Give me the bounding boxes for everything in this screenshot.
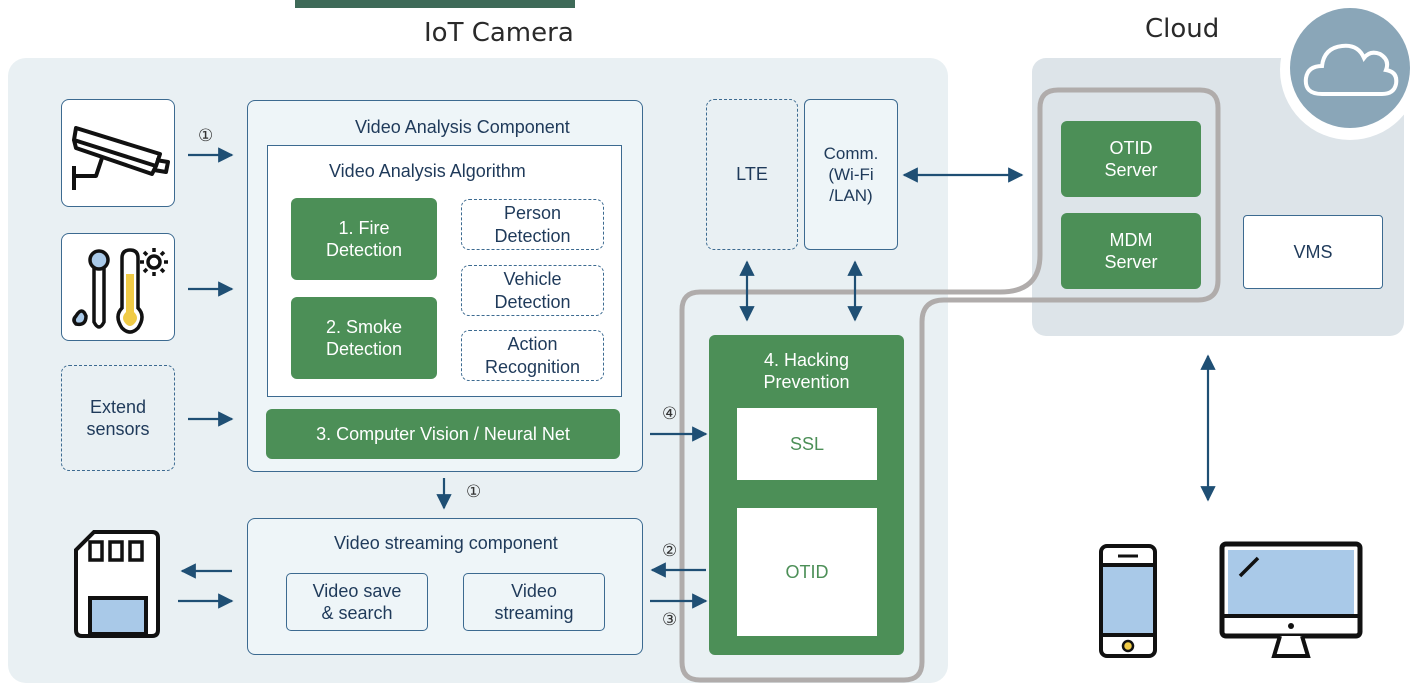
ssl-box: SSL bbox=[737, 408, 877, 480]
fire-detection-box: 1. Fire Detection bbox=[291, 198, 437, 280]
ssl-label: SSL bbox=[789, 433, 825, 454]
smoke-detection-box: 2. Smoke Detection bbox=[291, 297, 437, 379]
mdm-server-box: MDM Server bbox=[1061, 213, 1201, 289]
mdm-server-label: MDM Server bbox=[1104, 229, 1158, 273]
smartphone-icon bbox=[1099, 544, 1157, 658]
video-streaming-component bbox=[247, 518, 643, 655]
vehicle-detection-box: Vehicle Detection bbox=[461, 265, 604, 316]
otid-label: OTID bbox=[785, 561, 829, 582]
top-image-fragment bbox=[295, 0, 575, 8]
extend-sensors-box: Extend sensors bbox=[61, 365, 175, 471]
marker-4: ④ bbox=[662, 404, 678, 424]
desktop-monitor-icon bbox=[1219, 541, 1363, 658]
video-analysis-title: Video Analysis Component bbox=[355, 117, 570, 137]
marker-1-top: ① bbox=[198, 126, 214, 146]
sd-card-icon bbox=[74, 530, 160, 638]
video-streaming-label: Video streaming bbox=[494, 580, 574, 624]
marker-2: ② bbox=[662, 541, 678, 561]
vehicle-detection-label: Vehicle Detection bbox=[494, 269, 571, 312]
marker-3: ③ bbox=[662, 610, 678, 630]
marker-1-down: ① bbox=[466, 482, 482, 502]
iot-camera-title: IoT Camera bbox=[424, 18, 574, 48]
otid-server-box: OTID Server bbox=[1061, 121, 1201, 197]
lte-box: LTE bbox=[706, 99, 798, 250]
cctv-camera-icon bbox=[72, 126, 170, 190]
vms-label: VMS bbox=[1293, 241, 1333, 262]
otid-box: OTID bbox=[737, 508, 877, 636]
video-streaming-title: Video streaming component bbox=[334, 533, 558, 553]
video-streaming-box: Video streaming bbox=[463, 573, 605, 631]
comm-label: Comm. (Wi-Fi /LAN) bbox=[823, 143, 879, 206]
hacking-prevention-label: 4. Hacking Prevention bbox=[763, 349, 850, 393]
smoke-detection-label: 2. Smoke Detection bbox=[325, 316, 403, 360]
video-save-search-label: Video save & search bbox=[312, 580, 402, 624]
action-recognition-label: Action Recognition bbox=[484, 334, 581, 377]
cloud-shape bbox=[1303, 43, 1399, 96]
computer-vision-label: 3. Computer Vision / Neural Net bbox=[316, 423, 570, 444]
algorithm-title: Video Analysis Algorithm bbox=[329, 161, 526, 181]
cloud-icon-circle bbox=[1290, 8, 1410, 128]
cctv-camera-card bbox=[61, 99, 175, 207]
person-detection-box: Person Detection bbox=[461, 199, 604, 250]
fire-detection-label: 1. Fire Detection bbox=[325, 217, 403, 261]
otid-server-label: OTID Server bbox=[1104, 137, 1158, 181]
comm-box: Comm. (Wi-Fi /LAN) bbox=[804, 99, 898, 250]
action-recognition-box: Action Recognition bbox=[461, 330, 604, 381]
extend-sensors-label: Extend sensors bbox=[86, 396, 150, 440]
lte-label: LTE bbox=[736, 164, 768, 185]
environment-sensor-card bbox=[61, 233, 175, 341]
vms-box: VMS bbox=[1243, 215, 1383, 289]
humidity-thermometer-icon bbox=[72, 248, 168, 334]
computer-vision-box: 3. Computer Vision / Neural Net bbox=[266, 409, 620, 459]
cloud-title: Cloud bbox=[1145, 14, 1220, 44]
video-save-search-box: Video save & search bbox=[286, 573, 428, 631]
person-detection-label: Person Detection bbox=[494, 203, 571, 246]
